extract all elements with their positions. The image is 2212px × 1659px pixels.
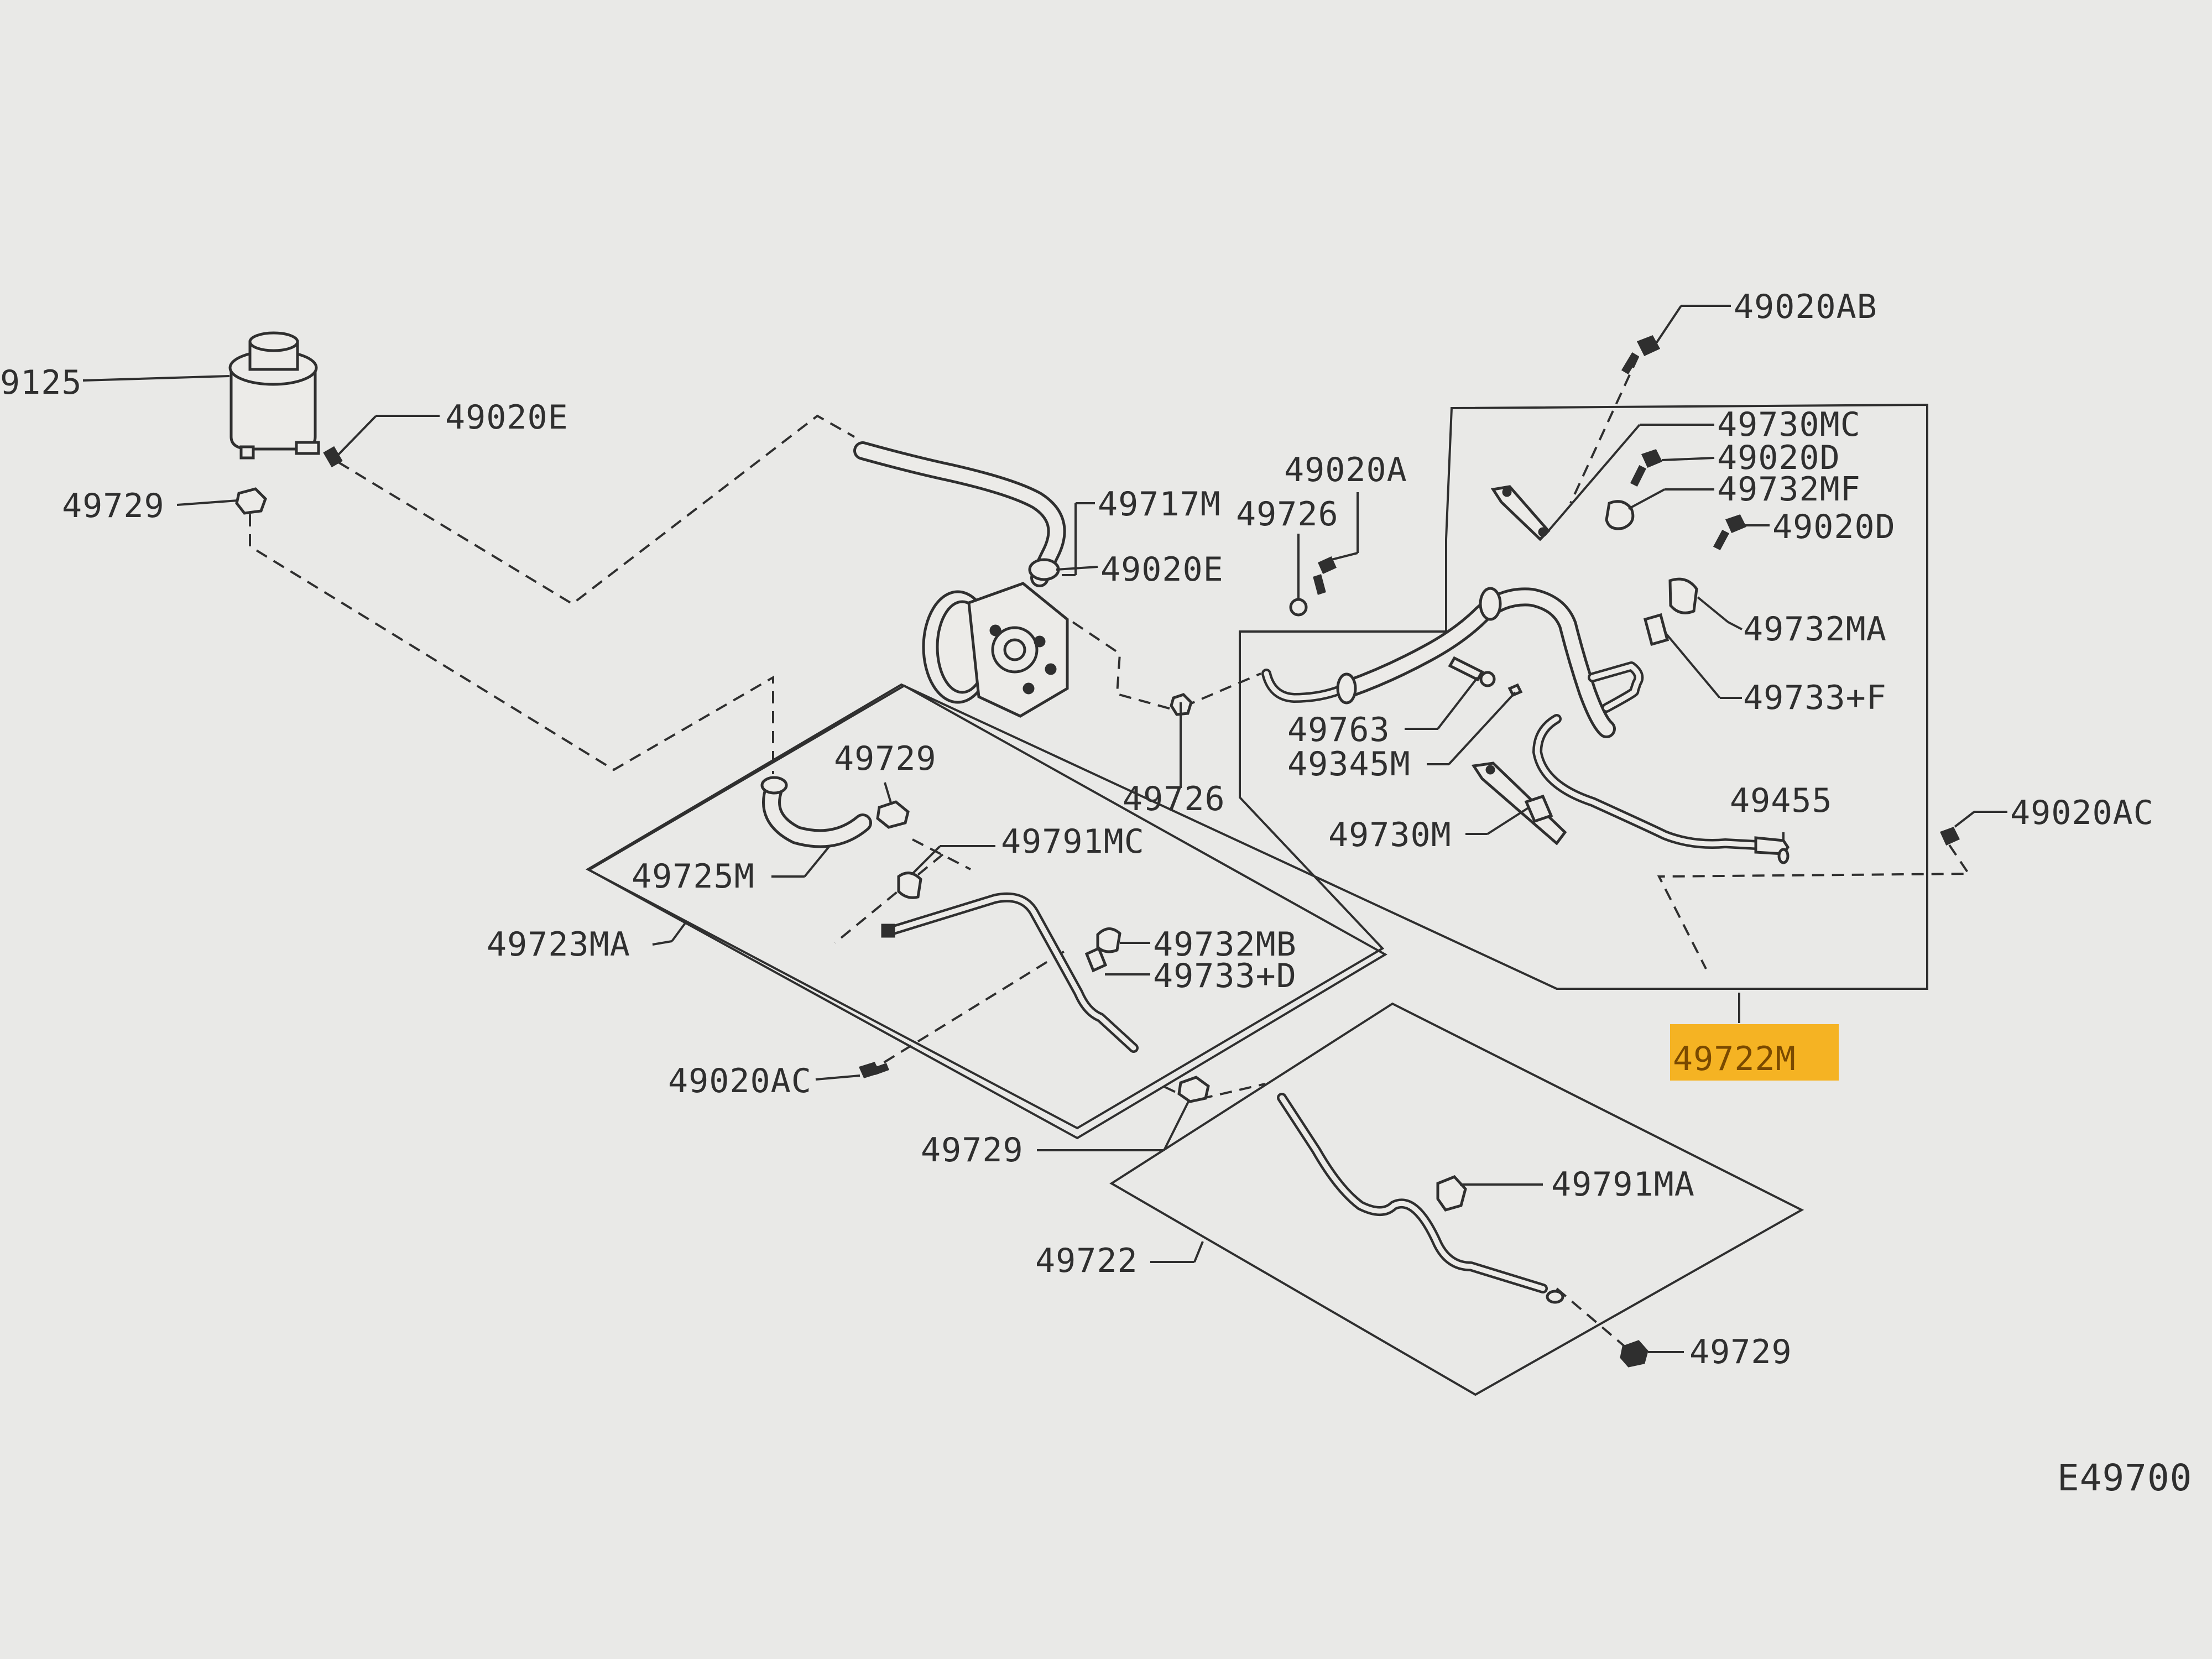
label-bolt-ac-right: 49020AC — [2010, 794, 2154, 832]
bolt-49020ab-part — [1621, 335, 1661, 375]
label-assembly-723ma: 49723MA — [487, 925, 630, 964]
clamp-49732mf-part — [1605, 500, 1635, 530]
clamp-49791ma-part — [1436, 1175, 1467, 1212]
washer-49726-upper-part — [1289, 598, 1308, 617]
bolt-49020ac-left-part — [858, 1062, 889, 1078]
label-sensor-763: 49763 — [1287, 711, 1390, 749]
label-bolt-a: 49020A — [1284, 451, 1407, 489]
assembly-box-49722 — [1109, 1002, 1804, 1396]
clip-49733d-part — [1084, 946, 1108, 973]
clamp-49732ma-part — [1668, 577, 1698, 614]
route-mc-lower — [834, 853, 944, 944]
bolt-49020d-lower-part — [1713, 514, 1747, 550]
label-washer-upper: 49726 — [1236, 495, 1339, 534]
pressure-hose-part — [1261, 587, 1790, 864]
clamp-49791mc-part — [897, 872, 922, 899]
pipe-49723ma-part — [881, 892, 1139, 1053]
hose-49725m-part — [760, 776, 872, 848]
label-fitting-455: 49455 — [1730, 781, 1833, 820]
label-bolt-ab: 49020AB — [1734, 288, 1877, 326]
route-mc-clamp — [912, 838, 971, 870]
clamp-49732mb-part — [1096, 927, 1121, 953]
bracket-49730mc-part — [1490, 485, 1551, 541]
power-steering-pump — [922, 582, 1069, 718]
label-hose-725m: 49725M — [632, 857, 755, 896]
reservoir-clamp-part — [323, 446, 343, 468]
route-pump-to-washer — [1072, 621, 1172, 710]
label-reservoir-clamp: 49020E — [445, 398, 568, 437]
label-clip-733f: 49733+F — [1743, 679, 1887, 717]
label-washer-lower: 49726 — [1123, 780, 1225, 818]
clip-49733f-part — [1643, 613, 1670, 646]
label-clamp-729-low: 49729 — [921, 1131, 1024, 1170]
bracket-49730m-part — [1471, 761, 1567, 846]
leader-lines — [82, 305, 2007, 1353]
diagram-code: E49700 — [2057, 1457, 2192, 1499]
clamp-49729-end-part — [1620, 1340, 1648, 1368]
label-clamp-729-end: 49729 — [1689, 1333, 1792, 1371]
suction-hose-part — [853, 441, 1066, 587]
reservoir-nut-part — [235, 487, 267, 515]
route-729-mid — [1164, 1083, 1266, 1102]
assembly-box-49723ma — [586, 684, 1388, 1140]
label-bracket-730m: 49730M — [1328, 816, 1452, 854]
label-clamp-732mf: 49732MF — [1717, 470, 1861, 509]
label-bolt-ac-left: 49020AC — [668, 1062, 812, 1100]
label-oring-345m: 49345M — [1287, 745, 1411, 784]
route-ac-left — [866, 950, 1066, 1074]
oring-49345m-part — [1507, 683, 1523, 697]
label-clamp-732ma: 49732MA — [1743, 610, 1887, 649]
label-clamp-791ma: 49791MA — [1551, 1165, 1695, 1204]
label-pump-clamp: 49020E — [1100, 550, 1224, 589]
label-reservoir: 9125 — [0, 363, 82, 402]
reservoir-tank — [228, 331, 320, 460]
label-clip-733d: 49733+D — [1153, 957, 1297, 995]
label-clamp-729-mid: 49729 — [834, 739, 937, 778]
label-assembly-722: 49722 — [1035, 1241, 1138, 1280]
route-washer-to-pipe — [1183, 672, 1261, 708]
clamp-49729-mid-part — [876, 800, 910, 829]
sensor-49763-part — [1448, 656, 1496, 687]
label-assembly-722m: 49722M — [1673, 1040, 1796, 1078]
pipe-49722-part — [1277, 1093, 1564, 1304]
clamp-49729-low-part — [1177, 1076, 1210, 1103]
label-clamp-730mc: 49730MC — [1717, 405, 1861, 444]
bolt-49020a-part — [1313, 556, 1337, 595]
route-ab-bolt — [1569, 356, 1639, 504]
label-suction-hose: 49717M — [1098, 485, 1221, 524]
label-bolt-d-lower: 49020D — [1772, 508, 1896, 546]
label-bolt-d-upper: 49020D — [1717, 439, 1840, 477]
label-clamp-791mc: 49791MC — [1001, 822, 1145, 861]
route-reservoir-to-hose — [337, 414, 855, 606]
label-clamp-732mb: 49732MB — [1153, 925, 1297, 964]
bolt-49020d-upper-part — [1630, 449, 1663, 487]
route-ac-right — [1657, 844, 1971, 969]
label-reservoir-nut: 49729 — [62, 487, 165, 525]
highlight-box — [1670, 1024, 1839, 1081]
route-reservoir-to-lower — [249, 514, 774, 774]
route-729-end — [1556, 1287, 1632, 1353]
bolt-49020ac-right-part — [1939, 827, 1960, 846]
